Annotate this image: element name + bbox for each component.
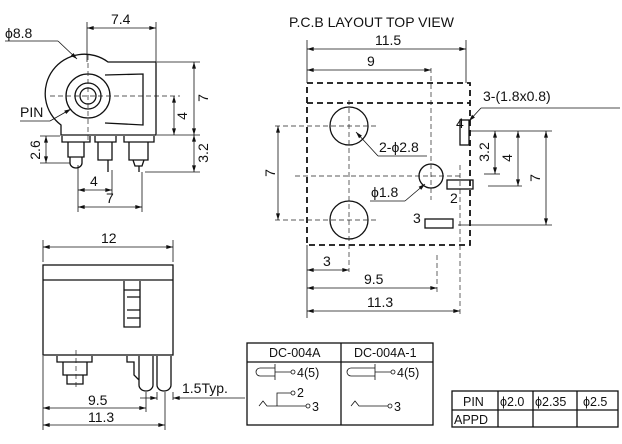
dim-11-3: 11.3	[367, 294, 393, 310]
front-pin-left	[56, 356, 93, 385]
dim-12: 12	[101, 230, 117, 246]
dim-3: 3	[323, 253, 331, 269]
model-dc-004a-1: DC-004A-1	[354, 346, 417, 360]
dim-3-2: 3.2	[476, 142, 492, 162]
side-view: 7.4 ϕ8.8 PIN 7 4 3.2 2.6 4 7	[5, 11, 211, 212]
schematic-a: 4(5) 2 3	[255, 364, 319, 414]
model-dc-004a: DC-004A	[269, 346, 321, 360]
pin-size-table: PIN ϕ2.0 ϕ2.35 ϕ2.5 APPD	[451, 390, 619, 428]
hole-small-label: ϕ1.8	[371, 184, 399, 200]
dim-height-2-6: 2.6	[27, 140, 43, 160]
pin-middle	[94, 136, 117, 172]
appd-label: APPD	[454, 413, 488, 427]
dim-width: 7.4	[111, 11, 131, 27]
dim-1-5-typ: 1.5Typ.	[182, 380, 228, 396]
pad-3	[424, 218, 454, 229]
dim-pitch-7: 7	[106, 190, 114, 206]
pad-4	[459, 119, 470, 146]
jack-body-outline	[44, 53, 157, 136]
pad-3-label: 3	[413, 210, 421, 226]
pin-label: PIN	[20, 104, 43, 120]
pin-right	[123, 136, 155, 172]
dim-9-5-front: 9.5	[88, 392, 108, 408]
pad-spec: 3-(1.8x0.8)	[483, 88, 551, 104]
pin-4-5-label: 4(5)	[397, 366, 419, 380]
pin-2-label: 2	[297, 386, 304, 400]
dim-diameter: ϕ8.8	[5, 25, 33, 41]
dim-pitch-4: 4	[90, 173, 98, 189]
front-pins-right	[126, 356, 172, 392]
pcb-title: P.C.B LAYOUT TOP VIEW	[289, 14, 455, 30]
schematic-a-1: 4(5) 3	[346, 364, 419, 414]
dim-height-4: 4	[174, 112, 190, 120]
pcb-outline	[306, 82, 471, 246]
pcb-layout: P.C.B LAYOUT TOP VIEW 4 2 3 3-(1.8x0.8) …	[262, 14, 620, 318]
pin-header: PIN	[463, 395, 484, 409]
pin-3-label: 3	[394, 400, 401, 414]
front-latch	[123, 281, 141, 328]
pad-4-label: 4	[456, 115, 464, 131]
pin-4-5-label: 4(5)	[297, 366, 319, 380]
pin-3-label: 3	[312, 400, 319, 414]
dim-11-5: 11.5	[375, 32, 401, 48]
dim-height-7: 7	[195, 94, 211, 102]
dim-9-5: 9.5	[364, 271, 384, 287]
front-body	[42, 264, 174, 356]
body-latch	[104, 73, 144, 126]
dim-hole-spacing-7: 7	[262, 169, 278, 177]
hole-big-label: 2-ϕ2.8	[379, 139, 419, 155]
dim-11-3-front: 11.3	[88, 409, 114, 425]
dim-9: 9	[367, 53, 375, 69]
dim-7: 7	[527, 174, 543, 182]
front-view: 12 9.5 11.3 1.5Typ.	[42, 230, 245, 430]
pin-size-2-35: ϕ2.35	[535, 395, 566, 409]
model-schematic-table: DC-004A DC-004A-1 4(5) 2 3 4(5) 3	[246, 342, 434, 426]
pad-2-label: 2	[450, 190, 458, 206]
pin-size-2-0: ϕ2.0	[500, 395, 524, 409]
dim-height-3-2: 3.2	[195, 143, 211, 163]
dim-4: 4	[499, 154, 515, 162]
pin-left	[61, 136, 91, 169]
pin-size-2-5: ϕ2.5	[583, 395, 607, 409]
